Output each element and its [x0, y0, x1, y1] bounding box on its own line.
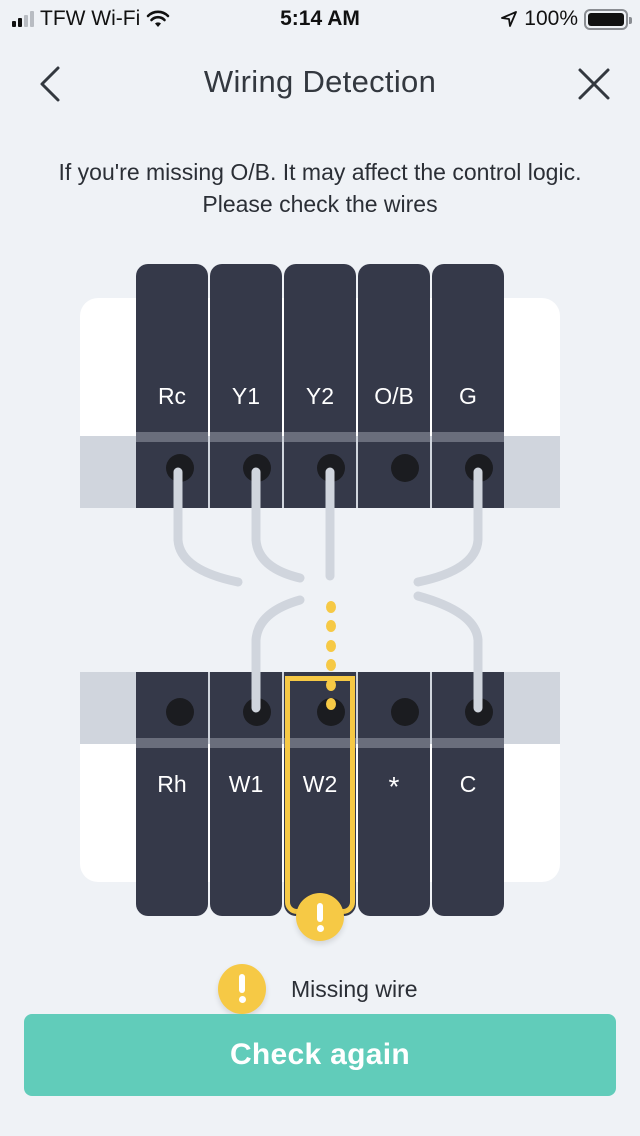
location-arrow-icon — [501, 11, 518, 27]
terminal-g[interactable]: G — [432, 264, 504, 508]
battery-percent: 100% — [524, 7, 578, 30]
terminal-rh[interactable]: Rh — [136, 672, 208, 916]
terminal-hole — [243, 454, 271, 482]
terminal-label: Rh — [157, 771, 187, 797]
legend: Missing wire — [218, 964, 418, 1014]
status-bar: TFW Wi-Fi 5:14 AM 100% — [0, 0, 640, 40]
terminal-hole — [166, 698, 194, 726]
terminal-hole — [391, 698, 419, 726]
terminal-star[interactable]: * — [358, 672, 430, 916]
signal-icon — [12, 11, 34, 27]
terminal-hole — [465, 454, 493, 482]
chevron-left-icon — [40, 66, 60, 102]
terminal-y2[interactable]: Y2 — [284, 264, 356, 508]
terminal-label: Y2 — [305, 383, 335, 409]
terminal-label: C — [459, 771, 477, 797]
instruction-text: If you're missing O/B. It may affect the… — [58, 159, 582, 217]
terminal-label: W1 — [228, 771, 264, 797]
close-button[interactable] — [574, 64, 614, 104]
terminal-label: W2 — [302, 771, 338, 797]
check-again-button[interactable]: Check again — [24, 1014, 616, 1096]
nav-header: Wiring Detection — [0, 50, 640, 116]
terminal-label: Rc — [157, 383, 187, 409]
missing-wire-dot — [326, 601, 336, 613]
terminal-hole — [317, 698, 345, 726]
terminal-hole — [391, 454, 419, 482]
missing-wire-dot — [326, 659, 336, 671]
terminal-w2[interactable]: W2 — [284, 672, 356, 916]
terminal-rc[interactable]: Rc — [136, 264, 208, 508]
warning-icon — [218, 964, 266, 1014]
terminal-label: * — [388, 771, 400, 802]
terminal-c[interactable]: C — [432, 672, 504, 916]
terminal-hole — [465, 698, 493, 726]
terminal-label: Y1 — [231, 383, 261, 409]
terminal-hole — [243, 698, 271, 726]
page-title: Wiring Detection — [203, 64, 437, 99]
carrier-name: TFW Wi-Fi — [40, 7, 141, 30]
terminal-y1[interactable]: Y1 — [210, 264, 282, 508]
terminal-label: O/B — [374, 383, 414, 409]
terminal-w1[interactable]: W1 — [210, 672, 282, 916]
missing-wire-dot — [326, 620, 336, 632]
terminal-hole — [166, 454, 194, 482]
terminal-hole — [317, 454, 345, 482]
missing-wire-dot — [326, 640, 336, 652]
terminal-ob[interactable]: O/B — [358, 264, 430, 508]
wifi-icon — [146, 10, 170, 27]
back-button[interactable] — [30, 62, 70, 106]
legend-label: Missing wire — [291, 975, 418, 1002]
clock: 5:14 AM — [280, 7, 360, 30]
close-icon — [578, 68, 610, 100]
terminal-label: G — [459, 383, 477, 409]
battery-icon — [584, 8, 632, 30]
